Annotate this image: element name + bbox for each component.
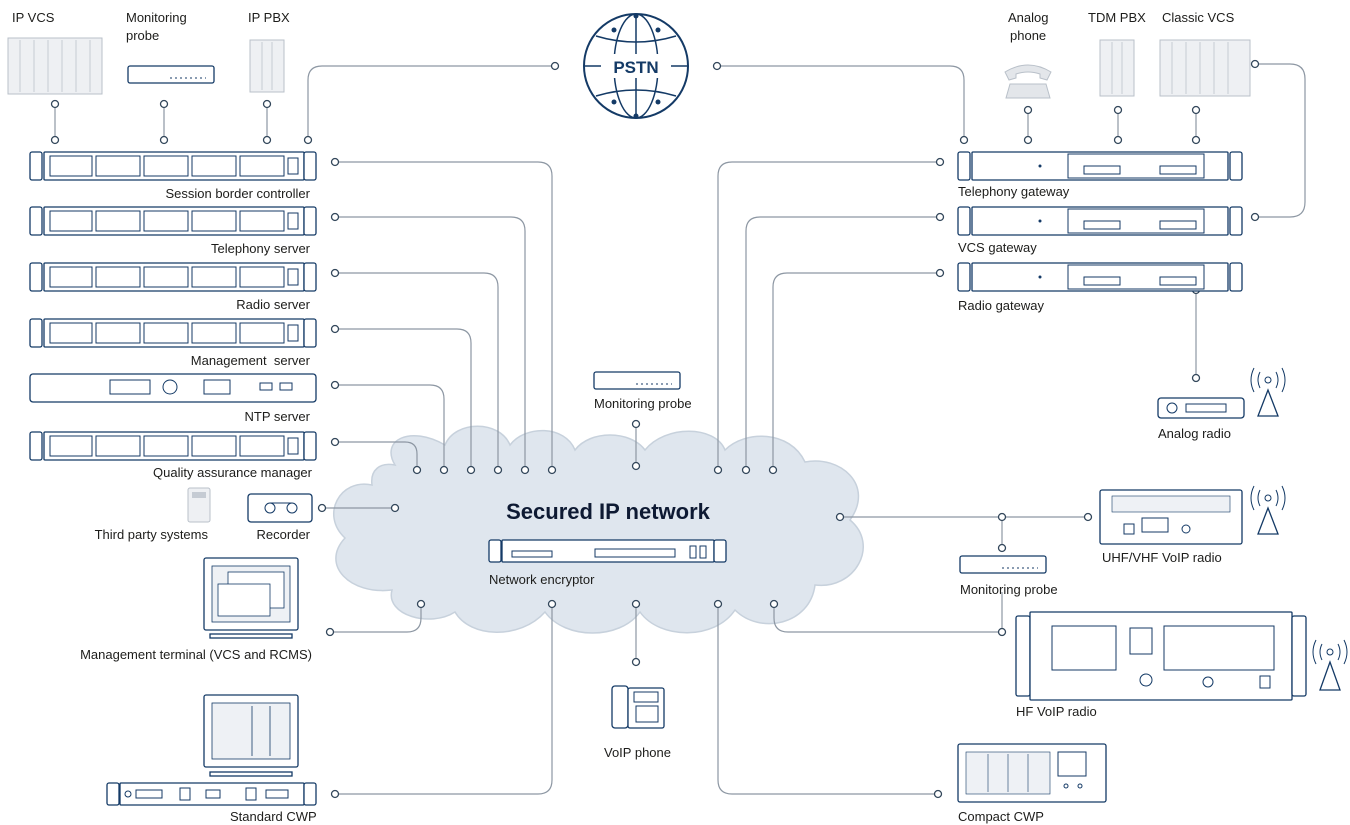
ip-vcs-icon [7, 37, 103, 95]
label-radio-gateway: Radio gateway [958, 298, 1044, 313]
analog-phone-icon [1004, 64, 1052, 99]
label-management-server: Management server [191, 353, 311, 368]
globe-icon [583, 13, 689, 119]
classic-vcs-icon [1159, 39, 1251, 97]
telephony-server-icon [29, 206, 317, 236]
label-session-border-controller: Session border controller [165, 186, 310, 201]
label-third-party-systems: Third party systems [95, 527, 209, 542]
recorder-icon [247, 493, 313, 523]
antenna-icon-hf [1312, 639, 1348, 691]
label-secured-ip-network: Secured IP network [506, 499, 711, 524]
cloud-icon [333, 425, 864, 634]
hf-radio-icon [1015, 611, 1307, 701]
label-monitoring-probe-top-line1: Monitoring [126, 10, 187, 25]
ntp-server-icon [29, 373, 317, 403]
label-management-terminal: Management terminal (VCS and RCMS) [80, 647, 312, 662]
compact-cwp-icon [957, 743, 1107, 803]
monitoring-probe-top-icon [127, 65, 215, 84]
radio-server-icon [29, 262, 317, 292]
monitoring-probe-center-icon [593, 371, 681, 390]
label-telephony-server: Telephony server [211, 241, 311, 256]
label-vcs-gateway: VCS gateway [958, 240, 1037, 255]
connection-wires [54, 63, 1306, 795]
label-monitoring-probe-top-line2: probe [126, 28, 159, 43]
label-ip-vcs: IP VCS [12, 10, 55, 25]
antenna-icon [1250, 367, 1286, 417]
pstn-label: PSTN [613, 58, 658, 77]
label-ip-pbx: IP PBX [248, 10, 290, 25]
antenna-icon-uhf [1250, 485, 1286, 535]
label-radio-server: Radio server [236, 297, 310, 312]
label-hf-voip-radio: HF VoIP radio [1016, 704, 1097, 719]
label-compact-cwp: Compact CWP [958, 809, 1044, 824]
label-tdm-pbx: TDM PBX [1088, 10, 1146, 25]
label-quality-assurance-manager: Quality assurance manager [153, 465, 313, 480]
label-voip-phone: VoIP phone [604, 745, 671, 760]
telephony-gateway-icon [957, 151, 1243, 181]
analog-radio-icon [1157, 397, 1245, 419]
label-classic-vcs: Classic VCS [1162, 10, 1235, 25]
network-encryptor-icon [488, 539, 727, 563]
radio-gateway-icon [957, 262, 1243, 292]
uhf-vhf-radio-icon [1099, 489, 1243, 545]
ip-pbx-icon [249, 39, 285, 93]
phone-icon [611, 685, 665, 729]
standard-cwp-icon [106, 694, 317, 806]
label-analog-phone-line1: Analog [1008, 10, 1048, 25]
label-analog-phone-line2: phone [1010, 28, 1046, 43]
label-telephony-gateway: Telephony gateway [958, 184, 1070, 199]
tdm-pbx-icon [1099, 39, 1135, 97]
label-uhf-vhf-voip-radio: UHF/VHF VoIP radio [1102, 550, 1222, 565]
third-party-systems-icon [187, 487, 211, 523]
monitoring-probe-right-icon [959, 555, 1047, 574]
session-border-controller-icon [29, 151, 317, 181]
connection-dots [50, 59, 1260, 799]
label-recorder: Recorder [257, 527, 311, 542]
label-analog-radio: Analog radio [1158, 426, 1231, 441]
label-standard-cwp: Standard CWP [230, 809, 317, 824]
monitor-icon [203, 557, 299, 639]
quality-assurance-manager-icon [29, 431, 317, 461]
label-monitoring-probe-center: Monitoring probe [594, 396, 692, 411]
label-monitoring-probe-right: Monitoring probe [960, 582, 1058, 597]
label-network-encryptor: Network encryptor [489, 572, 595, 587]
label-ntp-server: NTP server [245, 409, 311, 424]
management-server-icon [29, 318, 317, 348]
vcs-gateway-icon [957, 206, 1243, 236]
